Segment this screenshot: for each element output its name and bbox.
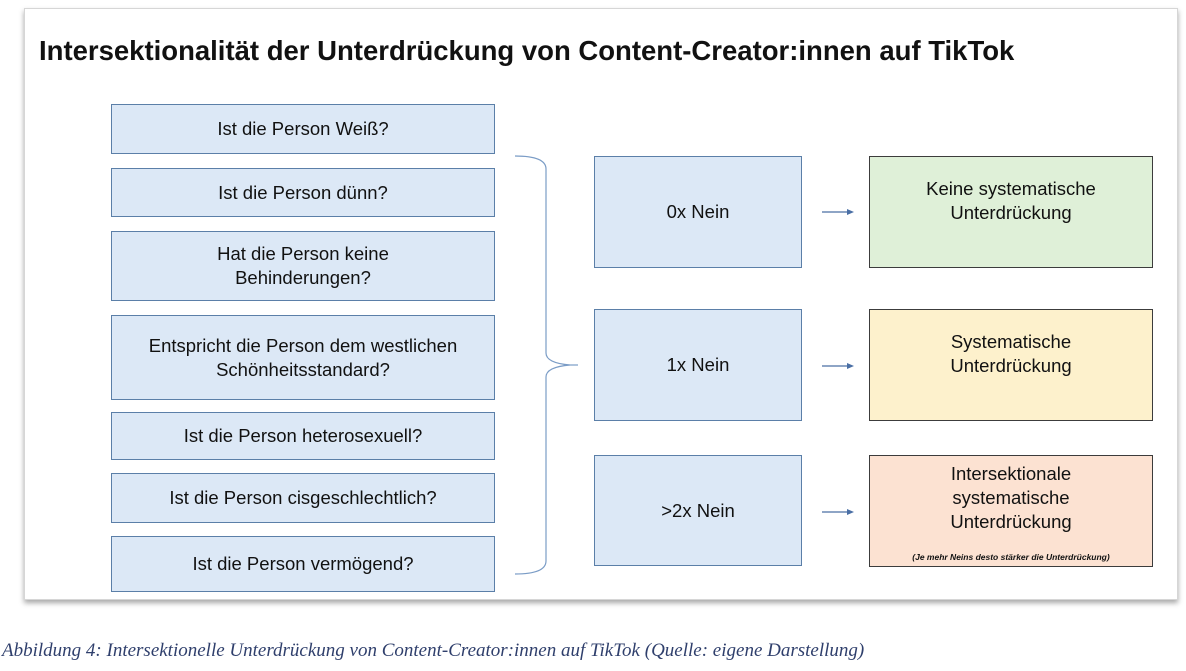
result-label: Keine systematische Unterdrückung — [926, 178, 1096, 223]
result-box-none: Keine systematische Unterdrückung — [869, 156, 1153, 268]
question-box-beauty-standard: Entspricht die Person dem westlichen Sch… — [111, 315, 495, 400]
curly-brace — [514, 155, 571, 575]
question-label: Ist die Person dünn? — [218, 181, 388, 203]
question-box-heterosexual: Ist die Person heterosexuell? — [111, 412, 495, 460]
connectors — [514, 155, 854, 575]
question-box-white: Ist die Person Weiß? — [111, 104, 495, 154]
diagram-slide: Intersektionalität der Unterdrückung von… — [24, 8, 1178, 600]
result-label: Systematische Unterdrückung — [950, 331, 1072, 376]
question-label: Ist die Person cisgeschlechtlich? — [169, 487, 437, 508]
count-label: >2x Nein — [661, 499, 735, 521]
question-label: Entspricht die Person dem westlichen Sch… — [148, 334, 458, 380]
count-box-more: >2x Nein — [594, 455, 802, 566]
count-label: 0x Nein — [666, 201, 730, 222]
result-box-intersectional: Intersektionale systematische Unterdrück… — [869, 455, 1153, 567]
question-box-disability: Hat die Person keine Behinderungen? — [111, 231, 495, 301]
figure-caption: Abbildung 4: Intersektionelle Unterdrück… — [2, 640, 865, 661]
question-label: Ist die Person Weiß? — [217, 118, 389, 139]
question-box-wealthy: Ist die Person vermögend? — [111, 536, 495, 592]
result-box-systematic: Systematische Unterdrückung — [869, 309, 1153, 421]
question-label: Hat die Person keine Behinderungen? — [217, 243, 389, 288]
diagram-title: Intersektionalität der Unterdrückung von… — [39, 35, 1015, 66]
question-label: Ist die Person heterosexuell? — [183, 425, 423, 446]
arrow-icon-1 — [822, 209, 854, 215]
count-box-one: 1x Nein — [594, 309, 802, 421]
question-label: Ist die Person vermögend? — [192, 553, 414, 574]
arrow-icon-3 — [822, 509, 854, 515]
question-box-cisgender: Ist die Person cisgeschlechtlich? — [111, 473, 495, 523]
result-note: (Je mehr Neins desto stärker die Unterdr… — [912, 552, 1110, 562]
arrow-icon-2 — [822, 363, 854, 369]
result-label: Intersektionale systematische Unterdrück… — [950, 463, 1072, 532]
question-box-thin: Ist die Person dünn? — [111, 168, 495, 217]
count-box-zero: 0x Nein — [594, 156, 802, 268]
count-label: 1x Nein — [666, 354, 730, 375]
